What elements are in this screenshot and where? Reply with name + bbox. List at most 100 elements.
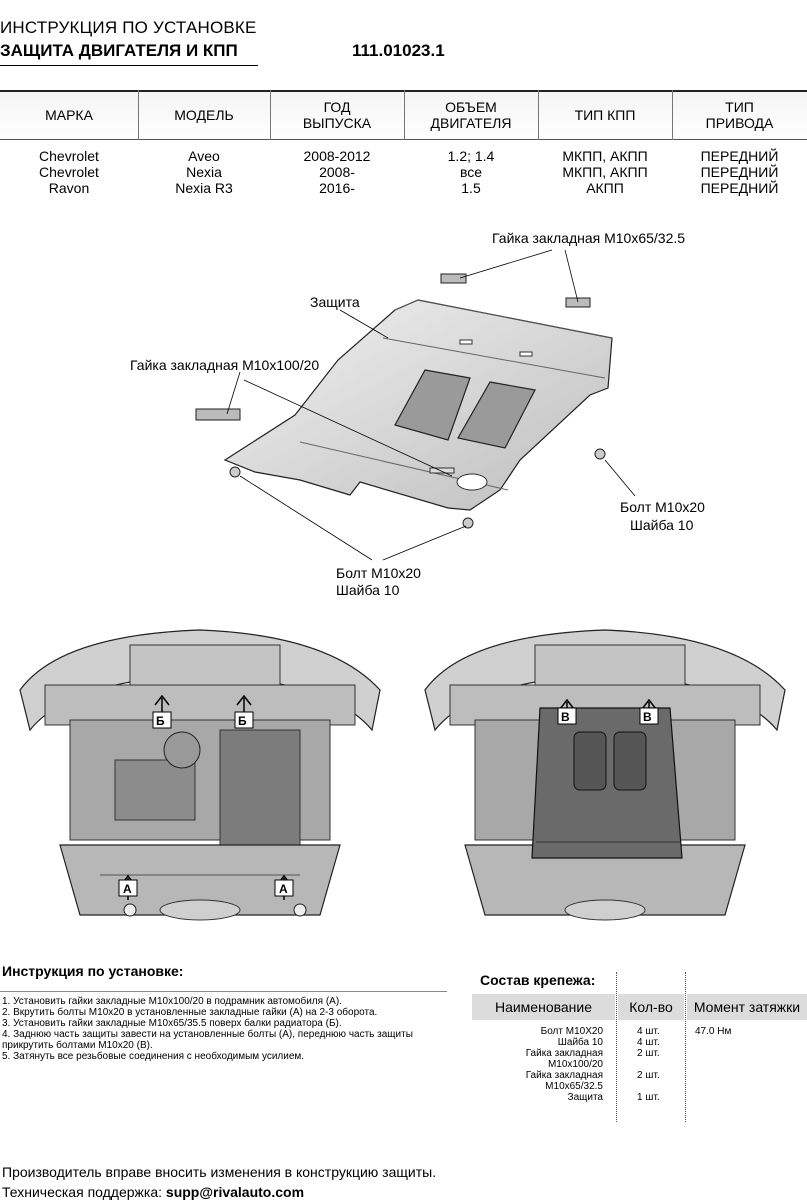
year-cell: 2008-2012 (303, 148, 371, 164)
instruction-step: 5. Затянуть все резьбовые соединения с н… (2, 1051, 305, 1062)
gearbox-cell: МКПП, АКПП (562, 148, 648, 164)
year-cell: 2008- (319, 164, 355, 180)
marker-b-left-2: Б (234, 694, 254, 729)
marker-a-left-2: А (274, 874, 294, 900)
fastener-name: Болт М10Х20 (540, 1026, 603, 1037)
callout-guard: Защита (310, 294, 360, 310)
fastener-name: Гайка закладная (525, 1070, 603, 1081)
fasteners-col-divider (616, 972, 617, 1122)
support-label: Техническая поддержка: (2, 1184, 166, 1200)
spec-table: МАРКА МОДЕЛЬ ГОД ВЫПУСКА ОБЪЕМ ДВИГАТЕЛЯ… (0, 90, 807, 196)
car-underside-before (19, 629, 381, 921)
col-header-brand: МАРКА (0, 90, 138, 140)
header-underline (0, 65, 258, 66)
marker-v-label: В (643, 710, 652, 724)
model-cell: Aveo (188, 148, 220, 164)
product-title: ЗАЩИТА ДВИГАТЕЛЯ И КПП (0, 41, 238, 60)
installation-illustrations: Б Б А А В В (19, 629, 786, 921)
instructions-title: Инструкция по установке: (2, 963, 184, 979)
installed-guard (531, 707, 683, 859)
fasteners-header-qty: Кол-во (618, 994, 684, 1020)
fastener-qty: 2 шт. (637, 1070, 660, 1081)
gearbox-cell: АКПП (586, 180, 624, 196)
marker-a-label: А (279, 882, 288, 896)
col-brand-values: Chevrolet Chevrolet Ravon (0, 148, 138, 196)
engine-cell: 1.2; 1.4 (447, 148, 495, 164)
instruction-step: 4. Заднюю часть защиты завести на устано… (2, 1029, 413, 1040)
fastener-name: М10х100/20 (547, 1059, 603, 1070)
instructions-divider (0, 991, 447, 992)
footer-support: Техническая поддержка: supp@rivalauto.co… (2, 1184, 304, 1200)
support-email-link[interactable]: supp@rivalauto.com (165, 1184, 305, 1200)
fastener-qty: 4 шт. (637, 1026, 660, 1037)
fastener-name: Защита (567, 1092, 603, 1103)
fasteners-names: Болт М10Х20 Шайба 10 Гайка закладная М10… (472, 1026, 603, 1103)
model-cell: Nexia R3 (175, 180, 233, 196)
fastener-name: Шайба 10 (557, 1037, 603, 1048)
drive-cell: ПЕРЕДНИЙ (700, 180, 779, 196)
document-header: ИНСТРУКЦИЯ ПО УСТАНОВКЕ (0, 18, 257, 37)
marker-v-right-2: В (639, 698, 659, 725)
embedded-nut-top-right (565, 297, 591, 308)
col-header-drive: ТИП ПРИВОДА (672, 90, 807, 140)
car-underside-after (424, 629, 786, 921)
instructions-list: 1. Установить гайки закладные М10х100/20… (2, 996, 442, 1062)
fastener-torque: 47.0 Нм (695, 1026, 732, 1037)
marker-a-left-1: А (118, 874, 138, 900)
fasteners-qty: 4 шт. 4 шт. 2 шт. 2 шт. 1 шт. (637, 1026, 683, 1103)
col-header-year: ГОД ВЫПУСКА (270, 90, 404, 140)
callout-bolt-right: Болт М10х20 (620, 499, 705, 515)
col-header-gearbox-text: ТИП КПП (574, 107, 636, 123)
col-model-values: Aveo Nexia Nexia R3 (138, 148, 270, 196)
fasteners-title: Состав крепежа: (480, 972, 596, 988)
col-header-drive-text: ТИП ПРИВОДА (705, 99, 774, 131)
guard-plate (223, 299, 613, 511)
callout-bolt-bottom: Болт М10х20 (336, 565, 421, 581)
marker-b-left-1: Б (152, 694, 172, 729)
footer-disclaimer: Производитель вправе вносить изменения в… (2, 1164, 437, 1180)
fastener-qty: 2 шт. (637, 1048, 660, 1059)
fasteners-torque: 47.0 Нм (695, 1026, 795, 1037)
fastener-qty (637, 1081, 683, 1092)
fastener-qty: 4 шт. (637, 1037, 660, 1048)
bolt-right (594, 448, 606, 460)
fastener-name: Гайка закладная (525, 1048, 603, 1059)
col-gearbox-values: МКПП, АКПП МКПП, АКПП АКПП (538, 148, 672, 196)
instruction-step: прикрутить болтами М10х20 (В). (2, 1040, 153, 1051)
brand-cell: Chevrolet (39, 164, 99, 180)
fastener-name: М10х65/32.5 (545, 1081, 603, 1092)
col-engine-values: 1.2; 1.4 все 1.5 (404, 148, 538, 196)
model-cell: Nexia (186, 164, 222, 180)
marker-v-label: В (561, 710, 570, 724)
col-header-brand-text: МАРКА (45, 107, 93, 123)
col-header-engine: ОБЪЕМ ДВИГАТЕЛЯ (404, 90, 538, 140)
marker-a-label: А (123, 882, 132, 896)
fasteners-col-divider (685, 972, 686, 1122)
year-cell: 2016- (319, 180, 355, 196)
part-number: 111.01023.1 (352, 41, 445, 60)
callout-nut-top: Гайка закладная М10х65/32.5 (492, 230, 685, 246)
fasteners-header-torque: Момент затяжки (687, 994, 807, 1020)
brand-cell: Chevrolet (39, 148, 99, 164)
marker-v-right-1: В (557, 698, 577, 725)
leader-lines (226, 249, 636, 561)
fastener-qty: 1 шт. (637, 1092, 660, 1103)
instruction-step: 3. Установить гайки закладные М10х65/35.… (2, 1018, 342, 1029)
col-header-model-text: МОДЕЛЬ (174, 107, 234, 123)
exploded-diagram: Гайка закладная М10х65/32.5 Защита Гайка… (130, 230, 705, 598)
marker-b-label: Б (156, 714, 165, 728)
col-header-year-text: ГОД ВЫПУСКА (302, 99, 372, 131)
callout-washer-right: Шайба 10 (630, 517, 694, 533)
gearbox-cell: МКПП, АКПП (562, 164, 648, 180)
marker-b-label: Б (238, 714, 247, 728)
fastener-qty (637, 1059, 683, 1070)
callout-washer-bottom: Шайба 10 (336, 582, 400, 598)
engine-cell: все (459, 164, 483, 180)
engine-cell: 1.5 (461, 180, 481, 196)
instruction-step: 1. Установить гайки закладные М10х100/20… (2, 996, 342, 1007)
fasteners-header-name: Наименование (472, 994, 615, 1020)
drive-cell: ПЕРЕДНИЙ (700, 148, 779, 164)
col-header-engine-text: ОБЪЕМ ДВИГАТЕЛЯ (430, 99, 512, 131)
embedded-nut-left (195, 408, 241, 421)
bolt-left (229, 466, 241, 478)
